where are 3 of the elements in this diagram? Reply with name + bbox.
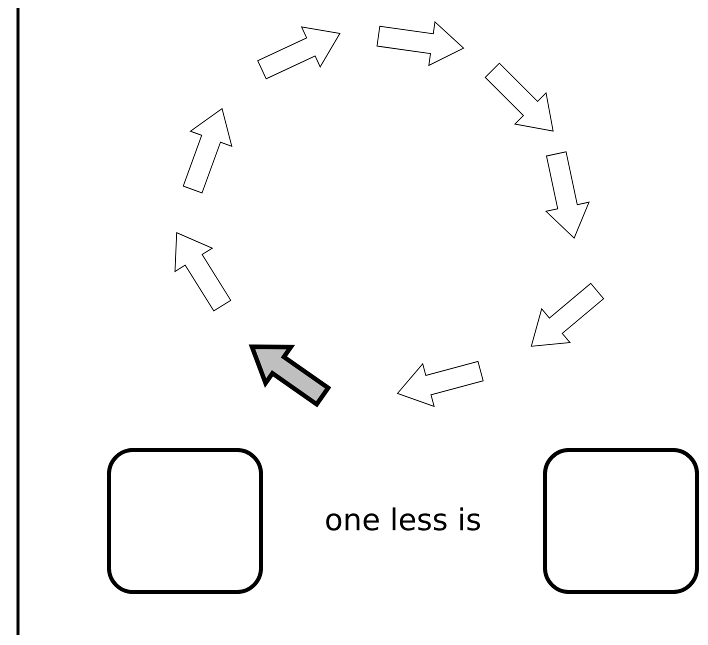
answer-box [543,448,700,594]
prompt-text: one less is [326,507,480,531]
answer-box [107,448,263,594]
